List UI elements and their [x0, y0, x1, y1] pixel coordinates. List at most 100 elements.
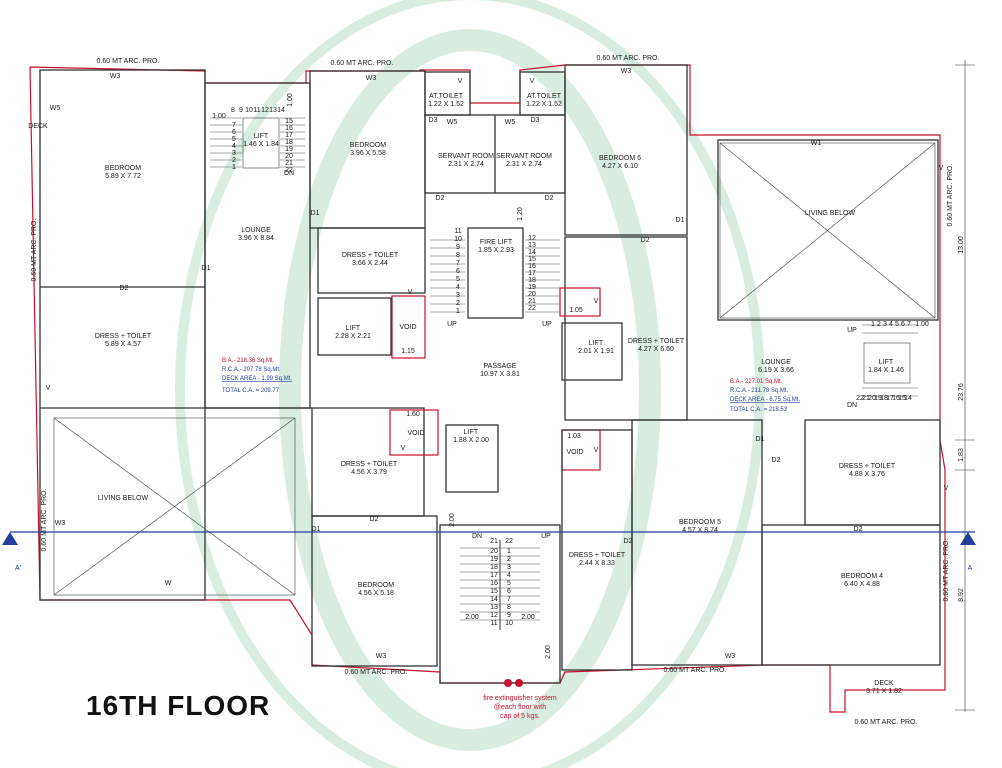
stair-number: 16: [892, 395, 900, 402]
stair-number: 14: [528, 249, 536, 256]
stair-number: 7: [232, 122, 236, 129]
fire-note: @each floor with: [494, 704, 546, 711]
stair-number: 6: [901, 321, 905, 328]
stair-number: 16: [285, 125, 293, 132]
room-dimensions: 1.84 X 1.46: [868, 367, 904, 374]
plan-code: DN: [284, 170, 294, 177]
plan-code: W5: [50, 105, 61, 112]
stair-number: 16: [528, 263, 536, 270]
dimension-label: 2.00: [465, 614, 479, 621]
stair-number: 22: [528, 305, 536, 312]
stair-number: 20: [868, 395, 876, 402]
dimension-label: 23.76: [958, 383, 965, 401]
room-dimensions: 4.56 X 5.18: [358, 590, 394, 597]
stair-number: 3: [883, 321, 887, 328]
stair-number: 17: [285, 132, 293, 139]
stair-number: 5: [232, 136, 236, 143]
fire-note: cap of 5 kgs.: [500, 713, 540, 720]
room-label: DRESS + TOILET: [839, 463, 896, 470]
area-total-right: TOTAL C.A. = 218.53: [730, 407, 788, 413]
stair-number: 19: [490, 556, 498, 563]
stair-number: 18: [880, 395, 888, 402]
room-dimensions: 1.88 X 2.00: [453, 437, 489, 444]
dimension-label: 1.83: [958, 448, 965, 462]
plan-code: D1: [676, 217, 685, 224]
plan-code: V: [530, 78, 535, 85]
stair-number: 18: [490, 564, 498, 571]
stair-number: 2: [232, 157, 236, 164]
plan-code: DECK: [28, 123, 48, 130]
room-dimensions: 2.31 X 2.74: [506, 161, 542, 168]
section-label-right: A: [968, 565, 973, 572]
stair-number: 1: [507, 548, 511, 555]
plan-code: D2: [772, 457, 781, 464]
stair-number: 22: [285, 167, 293, 174]
stair-number: 7: [456, 260, 460, 267]
area-deck-right: DECK AREA - 6.75 Sq.Mt.: [730, 397, 800, 403]
room-dimensions: 2.44 X 8.33: [579, 560, 615, 567]
stair-number: 5: [895, 321, 899, 328]
watermark: [175, 0, 765, 768]
arc-pro-label: 0.60 MT ARC. PRO.: [855, 719, 918, 726]
room-dimensions: 3.96 X 8.84: [238, 235, 274, 242]
room-label: DRESS + TOILET: [95, 333, 152, 340]
plan-code: D2: [854, 526, 863, 533]
stair-number: 10: [245, 107, 253, 114]
stair-number: 9: [456, 244, 460, 251]
room-dimensions: 2.28 X 2.21: [335, 333, 371, 340]
plan-code: V: [944, 485, 949, 492]
plan-code: UP: [542, 321, 552, 328]
room-dimensions: 4.27 X 6.60: [638, 346, 674, 353]
room-label: LIFT: [346, 325, 361, 332]
stair-number: 11: [253, 107, 260, 114]
dimension-label: 1.03: [567, 433, 581, 440]
stair-number: 8: [507, 604, 511, 611]
stair-number: 16: [490, 580, 498, 587]
outer-walls: [29, 64, 946, 713]
stair-number: 21: [490, 538, 498, 545]
plan-code: V: [594, 447, 599, 454]
plan-code: W3: [110, 73, 121, 80]
stair-number: 12: [490, 612, 498, 619]
dimension-label: 1.00: [915, 321, 929, 328]
plan-code: V: [46, 385, 51, 392]
room-label: LIFT: [464, 429, 479, 436]
room-label: FIRE LIFT: [480, 239, 513, 246]
room-dimensions: 2.01 X 1.91: [578, 348, 614, 355]
stair-number: 10: [505, 620, 513, 627]
stair-number: 19: [528, 284, 536, 291]
stair-number: 5: [507, 580, 511, 587]
room-dimensions: 3.96 X 5.58: [350, 150, 386, 157]
stair-number: 14: [277, 107, 285, 114]
area-ba-left: B.A.- 218.36 Sq.Mt.: [222, 358, 275, 364]
dimension-label: 1.15: [401, 348, 415, 355]
plan-code: D3: [531, 117, 540, 124]
stair-number: 7: [507, 596, 511, 603]
stair-number: 20: [528, 291, 536, 298]
room-label: DRESS + TOILET: [342, 252, 399, 259]
stair-number: 3: [507, 564, 511, 571]
stair-number: 12: [261, 107, 269, 114]
stair-number: 18: [528, 277, 536, 284]
dimension-label: 1.00: [287, 93, 294, 107]
stair-number: 2: [456, 300, 460, 307]
room-label: BEDROOM: [358, 582, 394, 589]
dimension-label: 1.05: [569, 307, 583, 314]
fire-note: fire extinguisher system: [483, 695, 557, 702]
room-dimensions: 1.46 X 1.84: [243, 141, 279, 148]
plan-code: D3: [429, 117, 438, 124]
arc-pro-label: 0.60 MT ARC. PRO.: [31, 218, 38, 281]
stair-number: 1: [871, 321, 875, 328]
stair-number: 13: [269, 107, 277, 114]
stair-number: 20: [490, 548, 498, 555]
room-dimensions: 5.89 X 4.57: [105, 341, 141, 348]
stair-number: 7: [907, 321, 911, 328]
plan-code: DN: [472, 533, 482, 540]
stair-number: 9: [507, 612, 511, 619]
stair-number: 13: [490, 604, 498, 611]
plan-code: UP: [447, 321, 457, 328]
plan-code: D2: [624, 538, 633, 545]
room-label: LIVING BELOW: [805, 210, 856, 217]
section-line: [2, 531, 976, 545]
